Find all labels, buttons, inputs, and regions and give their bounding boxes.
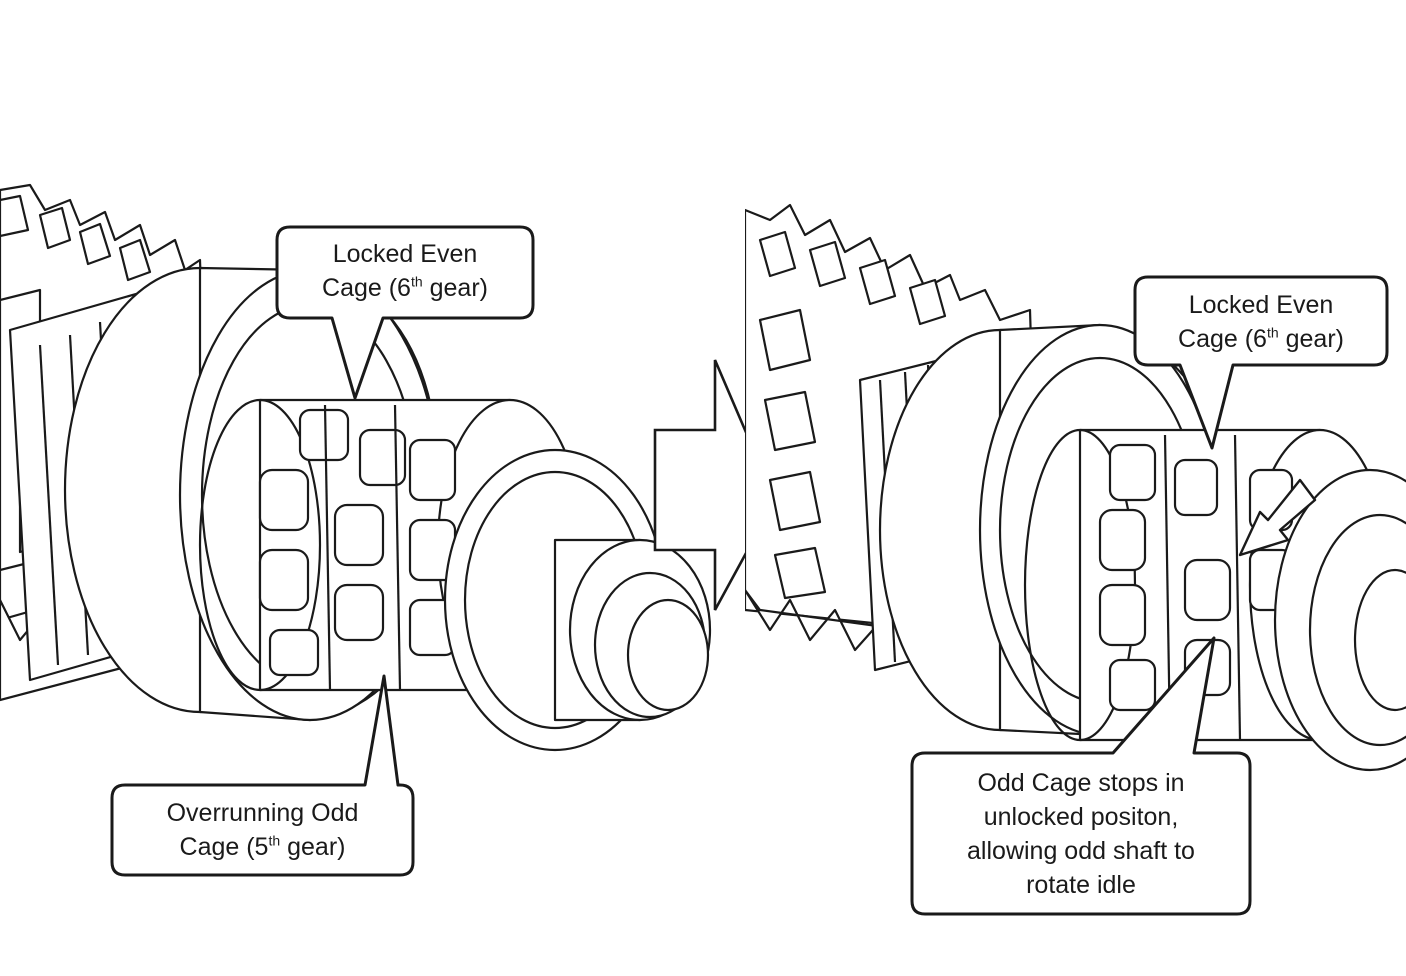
left-assembly [0,183,712,752]
callout-right-bottom-shape [910,636,1252,916]
left-shaft-end [443,448,712,752]
callout-left-bottom-line2: Cage (5th gear) [179,832,346,861]
callout-right-top-line2: Cage (6th gear) [1178,324,1344,353]
callout-right-bottom-line3: allowing odd shaft to [967,837,1195,865]
callout-left-bottom-line1: Overrunning Odd [166,799,359,827]
callout-right-bottom-line1: Odd Cage stops in [977,769,1185,797]
callout-left-top-line2: Cage (6th gear) [322,273,488,302]
callout-right-top: Locked Even Cage (6th gear) [1135,288,1387,356]
right-shaft-end [1273,468,1406,772]
callout-right-bottom-line4: rotate idle [1026,871,1136,899]
callout-right-top-line1: Locked Even [1188,291,1334,319]
down-left-arrow-icon [1238,478,1317,557]
callout-left-bottom: Overrunning Odd Cage (5th gear) [112,796,413,864]
callout-right-bottom: Odd Cage stops in unlocked positon, allo… [912,766,1250,902]
callout-left-top: Locked Even Cage (6th gear) [277,237,533,305]
right-assembly [745,203,1406,772]
callout-left-bottom-shape [110,674,415,877]
callout-right-bottom-line2: unlocked positon, [983,803,1179,831]
callout-left-top-line1: Locked Even [332,240,478,268]
callout-right-top-shape [1133,275,1389,450]
callout-left-top-shape [275,225,535,400]
